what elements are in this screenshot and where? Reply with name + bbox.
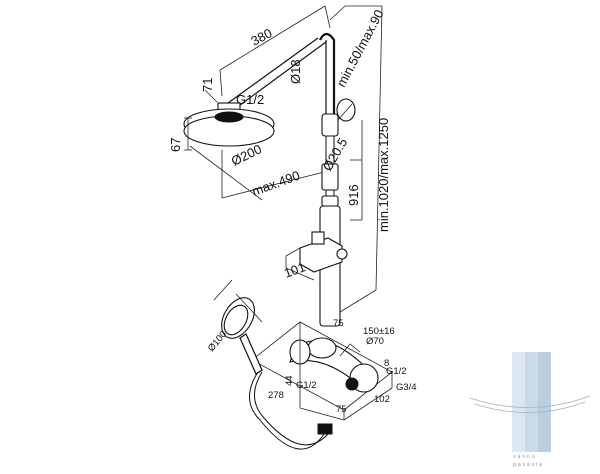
dim-44: 44 [284, 375, 295, 386]
riser-pipe [319, 98, 356, 327]
dim-g12-bottom: G1/2 [296, 380, 317, 391]
thermostatic-mixer [251, 321, 393, 421]
dim-d70: Ø70 [366, 336, 384, 347]
hand-shower [213, 279, 333, 450]
dim-g12-right: G1/2 [386, 366, 407, 377]
dim-278: 278 [268, 390, 284, 401]
dim-75-bottom: 75 [336, 404, 347, 415]
dim-67: 67 [168, 138, 183, 152]
dim-min50-max90: min.50/max.90 [333, 7, 386, 89]
shower-head-assembly [183, 32, 336, 147]
watermark-text-top: vannu [513, 454, 537, 460]
dim-max490: max.490 [250, 168, 302, 199]
dim-g12-top: G1/2 [236, 92, 264, 107]
dim-min1020-max1250: min.1020/max.1250 [376, 118, 391, 232]
dim-916: 916 [346, 184, 361, 206]
dim-380: 380 [248, 25, 274, 48]
dim-71: 71 [200, 78, 215, 92]
riser-dimension-lines [339, 5, 383, 313]
dim-g34: G3/4 [396, 382, 417, 393]
watermark-logo: vannu pasaule [469, 352, 591, 468]
dim-d205: Ø20.5 [320, 135, 351, 173]
hand-shower-holder [285, 231, 348, 281]
dim-102: 102 [374, 394, 390, 405]
watermark-text-bottom: pasaule [513, 462, 544, 468]
dim-75-top: 75 [333, 318, 344, 329]
head-dimension-lines [184, 5, 382, 201]
dim-150: 150±16 [363, 326, 395, 337]
dim-d18: Ø18 [288, 59, 303, 84]
dim-101: 101 [282, 259, 308, 281]
dim-8: 8 [384, 358, 389, 369]
